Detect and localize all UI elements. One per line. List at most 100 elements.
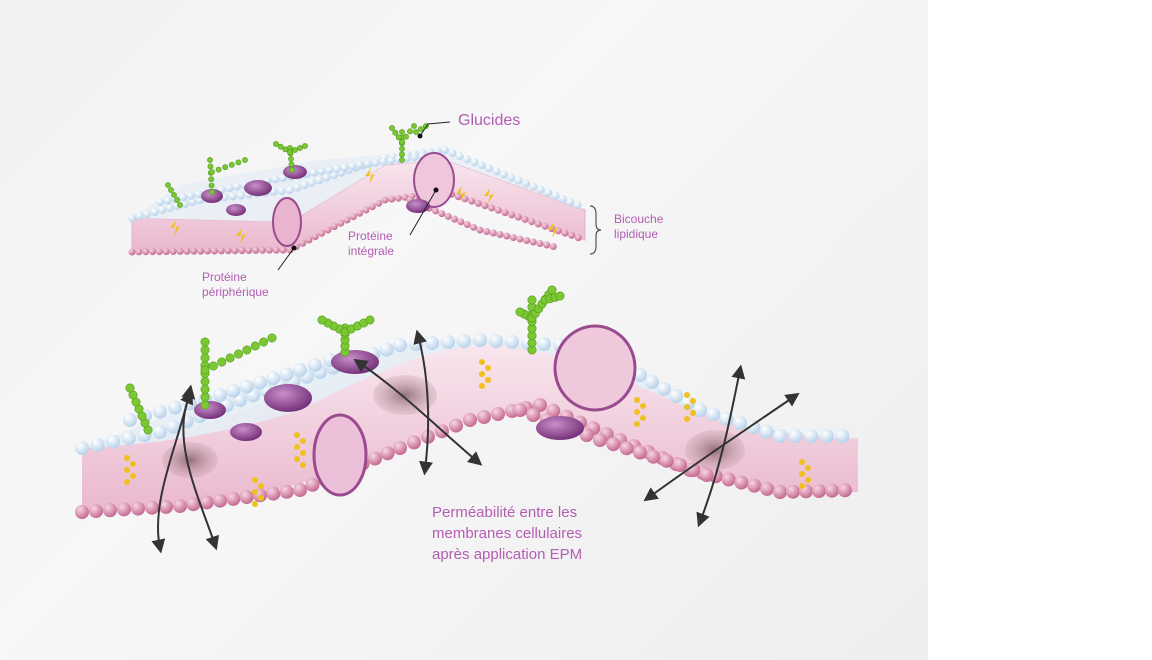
glycan-bead (200, 400, 210, 410)
bilayer-label: Bicouche lipidique (614, 212, 663, 242)
lipid-head-outer (819, 429, 834, 443)
lipid-head-inner (432, 207, 439, 215)
lipid-head-inner (501, 209, 509, 217)
glycan-bead (399, 151, 405, 158)
lipid-head-outer (158, 206, 167, 214)
cholesterol-bead (252, 489, 258, 495)
lipid-head-outer (544, 188, 553, 197)
lipid-head-inner (393, 441, 407, 455)
lipid-head-inner (368, 451, 382, 466)
lipid-head-outer (733, 416, 747, 430)
glycan-bead (365, 315, 375, 325)
peripheral-protein (264, 384, 312, 412)
lipid-head-inner (362, 206, 370, 214)
glycan-bead (208, 182, 215, 189)
glycan-bead (217, 357, 227, 367)
glucides-label: Glucides (458, 112, 521, 129)
lipid-head-inner (633, 445, 647, 460)
top-cholesterol (170, 168, 558, 244)
lipid-head-outer (788, 429, 803, 443)
glucides-leader (419, 121, 451, 137)
top-integral-protein-base (406, 199, 430, 213)
lipid-head-outer (492, 167, 501, 176)
lipid-head-inner (457, 218, 465, 226)
lipid-head-inner (103, 503, 117, 518)
lipid-head-outer (485, 164, 494, 173)
lipid-head-inner (305, 477, 320, 492)
lipid-head-outer (153, 425, 167, 439)
lipid-head-inner (245, 247, 253, 254)
lipid-head-outer (232, 182, 241, 191)
lipid-head-outer (322, 173, 331, 182)
lipid-head-inner (156, 248, 163, 256)
lipid-head-outer (633, 368, 647, 382)
lipid-head-inner (509, 234, 517, 241)
lipid-head-outer (371, 158, 380, 167)
cholesterol-bead (634, 409, 640, 415)
lipid-head-outer (387, 156, 396, 165)
lipid-head-inner (825, 483, 839, 498)
lipid-head-outer (448, 149, 457, 158)
cholesterol-bead (640, 415, 646, 421)
top-membrane (128, 121, 602, 271)
lipid-head-outer (266, 371, 281, 386)
lipid-head-outer (325, 166, 334, 175)
glycan-bead (207, 163, 214, 170)
glycan-bead (297, 145, 303, 151)
lipid-head-outer (356, 161, 364, 169)
cholesterol-bead (130, 473, 136, 479)
lipid-head-inner (190, 247, 198, 255)
glycan-bead (403, 133, 409, 140)
glycan-bead (225, 353, 235, 363)
cholesterol-bead (124, 479, 130, 485)
lipid-head-outer (286, 186, 294, 194)
lipid-head-inner (477, 410, 491, 424)
lipid-head-outer (128, 214, 136, 222)
lipid-head-inner (142, 248, 150, 256)
lipid-head-inner (272, 246, 280, 254)
lipid-head-inner (619, 441, 634, 456)
lipid-head-outer (293, 183, 302, 192)
lipid-head-outer (194, 190, 203, 199)
cholesterol-bead (799, 459, 805, 465)
peripheral-protein (331, 350, 379, 374)
cholesterol-bead (294, 432, 300, 438)
lipid-head-inner (349, 213, 357, 221)
lipid-head-inner (574, 234, 582, 242)
lipid-head-inner (838, 483, 852, 498)
glycan-bead (413, 129, 419, 135)
cholesterol-bead (294, 444, 300, 450)
lipid-head-inner (224, 247, 232, 255)
lipid-head-outer (236, 191, 245, 200)
glycan-bead (235, 159, 242, 166)
caption-line2: membranes cellulaires (432, 525, 583, 542)
lipid-head-outer (457, 334, 471, 348)
caption-line1: Perméabilité entre les (432, 504, 578, 521)
lipid-head-inner (368, 203, 376, 211)
glycan-bead (242, 345, 252, 355)
lipid-head-outer (75, 441, 89, 455)
lipid-head-inner (488, 204, 496, 212)
lipid-head-outer (315, 176, 324, 185)
lipid-head-inner (533, 398, 547, 412)
top-peripheral-protein (283, 165, 307, 179)
lipid-head-inner (231, 247, 239, 255)
lipid-head-outer (804, 429, 819, 443)
lipid-head-inner (380, 446, 395, 461)
glycan-bead (389, 125, 395, 131)
lipid-head-inner (318, 229, 326, 237)
glycan-bead (267, 333, 277, 343)
glycan-bead (174, 197, 180, 203)
integral-protein (553, 324, 637, 412)
top-peripheral-protein (201, 189, 223, 203)
lipid-head-inner (529, 238, 537, 246)
lipid-head-inner (463, 221, 471, 228)
glycan-bead (259, 337, 269, 347)
bottom-glycans (125, 285, 565, 435)
lipid-head-inner (449, 418, 463, 433)
glycan-bead (515, 307, 525, 317)
permeability-arrow (353, 358, 483, 466)
glycan-bead (200, 345, 210, 355)
lipid-head-inner (305, 236, 313, 244)
glycan-bead (209, 189, 215, 195)
